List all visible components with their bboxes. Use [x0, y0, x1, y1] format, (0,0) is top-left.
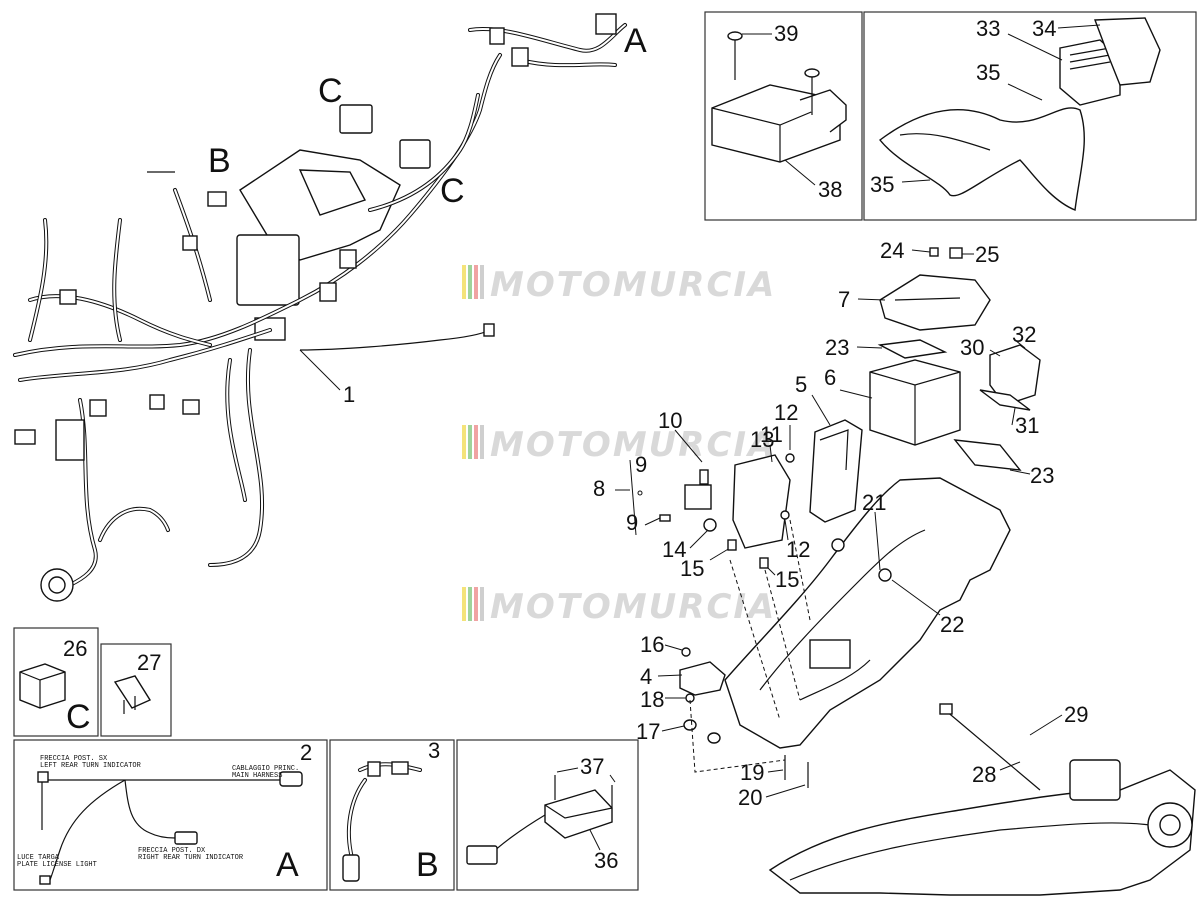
- inset-2-box: [13, 739, 328, 891]
- callout-16: 16: [640, 632, 664, 657]
- fuse-27: [113, 675, 152, 714]
- callout-18: 18: [640, 687, 664, 712]
- rear-harness-2: [37, 771, 303, 885]
- inset-27-number: 27: [137, 650, 161, 675]
- swingarm: [768, 703, 1196, 896]
- callout-6: 6: [824, 365, 836, 390]
- label-bottom-en: PLATE LICENSE LIGHT: [17, 861, 97, 869]
- callout-31: 31: [1015, 413, 1039, 438]
- rectifier-assembly: [879, 17, 1161, 211]
- inset-26-letter: C: [66, 698, 91, 736]
- callout-28: 28: [972, 762, 996, 787]
- callout-34: 34: [1032, 16, 1056, 41]
- inset-36-number: 36: [594, 848, 618, 873]
- callout-25: 25: [975, 242, 999, 267]
- label-bottom-it: LUCE TARGA: [17, 854, 60, 862]
- inset-26-box: [13, 627, 99, 737]
- battery-cover-7: [879, 247, 991, 331]
- callout-21: 21: [862, 490, 886, 515]
- watermark-3: MOTOMURCIA: [462, 587, 776, 627]
- callout-5: 5: [795, 372, 807, 397]
- callout-12-bottom: 12: [786, 537, 810, 562]
- watermark-text: MOTOMURCIA: [490, 425, 776, 465]
- callout-35-bottom: 35: [870, 172, 894, 197]
- inset-36-sub: 37: [580, 754, 604, 779]
- callout-15-right: 15: [775, 567, 799, 592]
- main-wiring-harness: [13, 13, 627, 602]
- module-38: [711, 31, 847, 163]
- inset-36-box: [456, 739, 639, 891]
- inset-26-number: 26: [63, 636, 87, 661]
- callout-39: 39: [774, 21, 798, 46]
- inset-3-letter: B: [416, 846, 439, 884]
- callout-14: 14: [662, 537, 686, 562]
- rear-undertray: [724, 477, 1011, 749]
- bracket-30: [979, 344, 1041, 411]
- callout-23-bottom: 23: [1030, 463, 1054, 488]
- ecu-5: [809, 419, 863, 523]
- relay-26: [19, 663, 66, 709]
- callout-23-top: 23: [825, 335, 849, 360]
- inset-27-box: [100, 643, 172, 737]
- callout-12-top: 12: [774, 400, 798, 425]
- callout-10: 10: [658, 408, 682, 433]
- callout-9-bottom: 9: [626, 510, 638, 535]
- watermark-2: MOTOMURCIA: [462, 425, 776, 465]
- callout-17: 17: [636, 719, 660, 744]
- battery-6: [869, 359, 961, 446]
- label-right-en: MAIN HARNESS: [232, 772, 282, 780]
- inset-ecu-box: [704, 11, 863, 221]
- label-mid-en: RIGHT REAR TURN INDICATOR: [138, 854, 244, 862]
- module-36: [466, 775, 613, 865]
- small-parts-lower: [679, 647, 809, 788]
- watermark-text: MOTOMURCIA: [490, 265, 776, 305]
- callout-1: 1: [343, 382, 355, 407]
- callout-19: 19: [740, 760, 764, 785]
- label-right-it: CABLAGGIO PRINC.: [232, 765, 299, 773]
- callout-b: B: [208, 142, 231, 180]
- label-mid-it: FRECCIA POST. DX: [138, 847, 206, 855]
- pad-23-bottom: [953, 439, 1022, 471]
- callout-a: A: [624, 22, 647, 60]
- relay-holder-8: [659, 454, 791, 549]
- inset-3-box: [329, 739, 455, 891]
- callout-29: 29: [1064, 702, 1088, 727]
- callout-15-left: 15: [680, 556, 704, 581]
- callout-9-top: 9: [635, 452, 647, 477]
- callout-22: 22: [940, 612, 964, 637]
- label-left-en: LEFT REAR TURN INDICATOR: [40, 762, 142, 770]
- callout-33: 33: [976, 16, 1000, 41]
- callout-24: 24: [880, 238, 904, 263]
- pad-23-top: [877, 339, 948, 359]
- callout-c-right: C: [440, 172, 465, 210]
- watermark-1: MOTOMURCIA: [462, 265, 776, 305]
- callout-30: 30: [960, 335, 984, 360]
- harness-3: [342, 761, 422, 882]
- callout-7: 7: [838, 287, 850, 312]
- watermark-text: MOTOMURCIA: [490, 587, 776, 627]
- inset-2-letter: A: [276, 846, 299, 884]
- callout-20: 20: [738, 785, 762, 810]
- callout-13: 13: [750, 427, 774, 452]
- callout-8: 8: [593, 476, 605, 501]
- callout-11: 11: [760, 422, 783, 447]
- inset-rectifier-box: [863, 11, 1197, 221]
- label-left-it: FRECCIA POST. SX: [40, 755, 108, 763]
- inset-2-number: 2: [300, 740, 312, 765]
- inset-3-number: 3: [428, 738, 440, 763]
- callout-32: 32: [1012, 322, 1036, 347]
- callout-c-top: C: [318, 72, 343, 110]
- callout-38: 38: [818, 177, 842, 202]
- callout-4: 4: [640, 664, 652, 689]
- callout-35-top: 35: [976, 60, 1000, 85]
